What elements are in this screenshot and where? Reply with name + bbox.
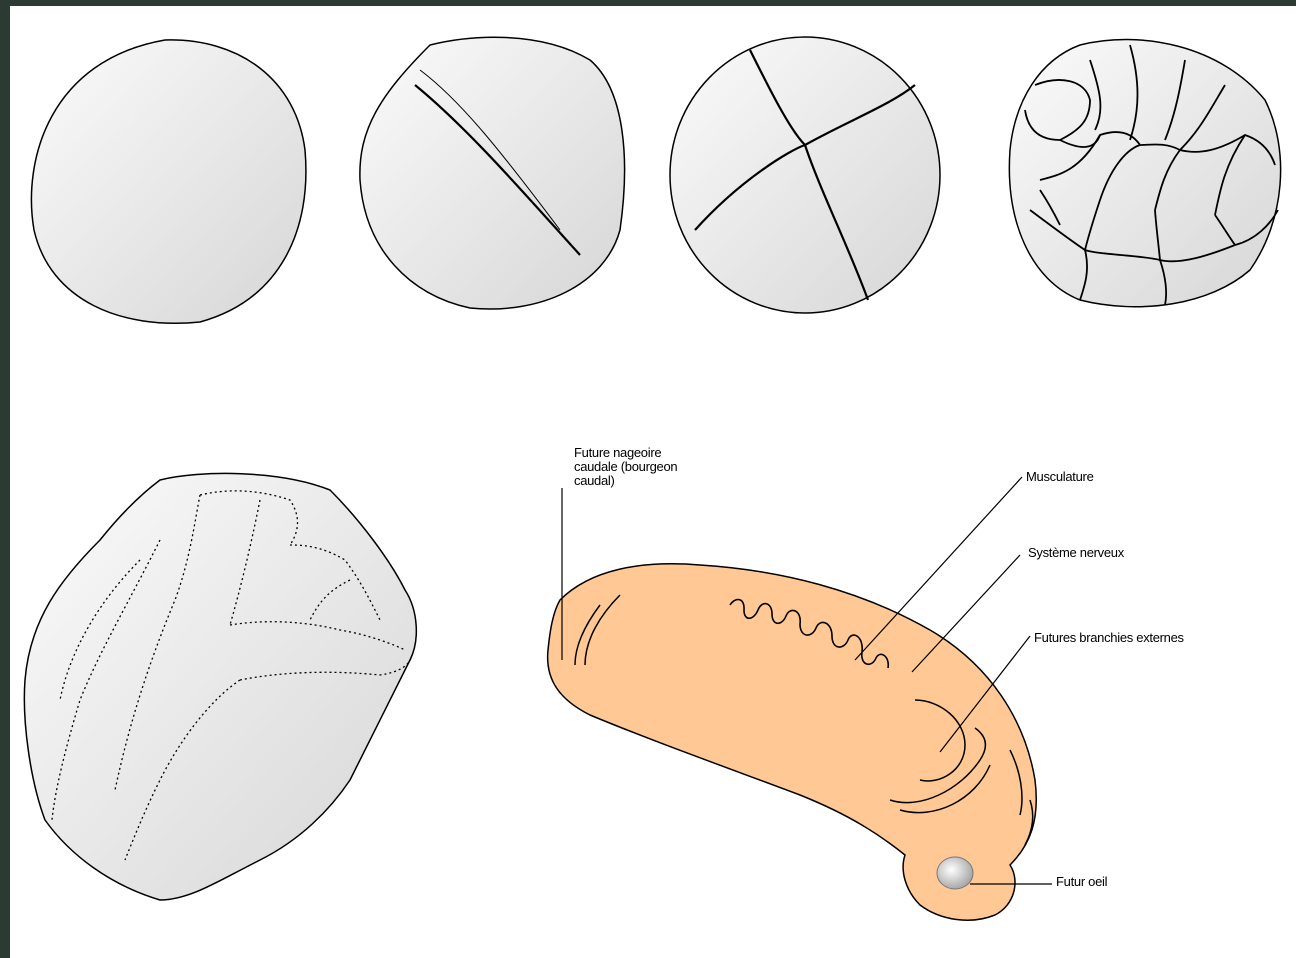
four-cell-stage [670,37,940,313]
future-eye [937,857,973,889]
two-cell-stage [360,37,625,309]
label-future-eye: Futur oeil [1056,875,1107,889]
zygote-stage [31,40,305,323]
label-musculature: Musculature [1026,470,1094,484]
diagram-canvas: Future nageoire caudale (bourgeon caudal… [10,6,1296,958]
label-external-gills: Futures branchies externes [1034,631,1184,645]
morula-stage [1009,40,1280,307]
label-future-tail-fin: Future nageoire caudale (bourgeon caudal… [574,446,677,488]
neurula-stage [24,473,416,900]
label-nervous-system: Système nerveux [1028,546,1124,560]
